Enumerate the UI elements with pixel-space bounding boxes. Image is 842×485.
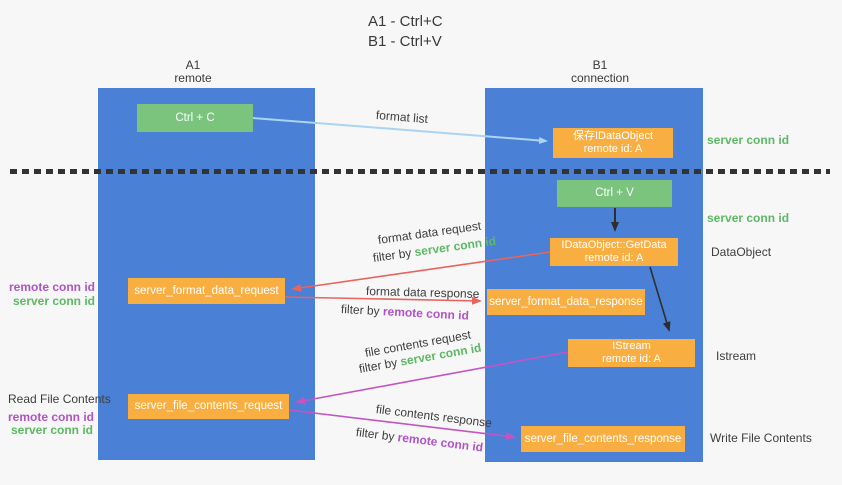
- server-format-data-request-box: server_format_data_request: [128, 278, 285, 304]
- filter-by-text: filter by: [340, 302, 384, 319]
- server-format-data-response-label: server_format_data_response: [489, 295, 643, 308]
- idataobject-getdata-remote-id: remote id: A: [584, 252, 644, 264]
- remote-conn-id-text: remote conn id: [382, 304, 470, 323]
- idataobject-getdata-label: IDataObject::GetData: [561, 239, 667, 251]
- dataobject-annotation: DataObject: [711, 245, 772, 259]
- server-format-data-response-box: server_format_data_response: [487, 289, 645, 315]
- ctrl-c-label: Ctrl + C: [175, 111, 215, 124]
- title-line-b1: B1 - Ctrl+V: [368, 33, 442, 50]
- save-idataobject-box: 保存IDataObject remote id: A: [553, 128, 673, 158]
- file-contents-response-label: file contents response: [375, 402, 493, 431]
- filter-by-text: filter by: [372, 245, 416, 265]
- remote-conn-id-text: remote conn id: [396, 430, 484, 455]
- format-list-label: format list: [375, 108, 429, 127]
- format-data-response-label: format data response: [365, 284, 480, 301]
- session-divider-dotted-line: [10, 169, 830, 174]
- filter-by-remote-conn-id-label-format: filter by remote conn id: [341, 302, 470, 323]
- istream-box: IStream remote id: A: [568, 339, 695, 367]
- istream-remote-id: remote id: A: [602, 353, 661, 365]
- istream-label: IStream: [612, 340, 651, 352]
- server-conn-id-annotation-format: server conn id: [12, 294, 95, 308]
- istream-annotation: Istream: [716, 349, 757, 363]
- column-header-connection: connection: [570, 71, 630, 85]
- server-file-contents-request-label: server_file_contents_request: [134, 400, 283, 412]
- ctrl-c-box: Ctrl + C: [137, 104, 253, 132]
- write-file-contents-annotation: Write File Contents: [710, 431, 812, 445]
- server-file-contents-response-box: server_file_contents_response: [521, 426, 685, 452]
- idataobject-getdata-box: IDataObject::GetData remote id: A: [550, 238, 678, 266]
- ctrl-v-box: Ctrl + V: [557, 180, 672, 207]
- server-conn-id-annotation-mid: server conn id: [707, 211, 790, 225]
- read-file-contents-annotation: Read File Contents: [8, 392, 111, 406]
- save-idataobject-remote-id: remote id: A: [583, 143, 643, 155]
- remote-conn-id-annotation-format: remote conn id: [8, 280, 95, 294]
- server-conn-id-annotation-top: server conn id: [707, 133, 790, 147]
- server-file-contents-request-box: server_file_contents_request: [128, 394, 289, 419]
- column-header-b1-connection: B1 connection: [540, 59, 660, 85]
- column-header-remote: remote: [174, 71, 212, 85]
- column-header-b1: B1: [592, 58, 608, 72]
- filter-by-text: filter by: [355, 425, 399, 445]
- diagram-title: A1 - Ctrl+C B1 - Ctrl+V: [368, 12, 443, 52]
- server-file-contents-response-label: server_file_contents_response: [524, 432, 682, 445]
- filter-by-text: filter by: [357, 354, 402, 376]
- ctrl-v-label: Ctrl + V: [595, 187, 634, 199]
- column-header-a1: A1: [185, 58, 201, 72]
- save-idataobject-label: 保存IDataObject: [572, 130, 654, 142]
- server-conn-id-annotation-file: server conn id: [10, 423, 93, 437]
- title-line-a1: A1 - Ctrl+C: [368, 13, 443, 30]
- column-header-a1-remote: A1 remote: [133, 59, 253, 85]
- server-format-data-request-label: server_format_data_request: [134, 284, 279, 297]
- filter-by-remote-conn-id-label-file: filter by remote conn id: [355, 425, 484, 454]
- remote-conn-id-annotation-file: remote conn id: [8, 410, 95, 424]
